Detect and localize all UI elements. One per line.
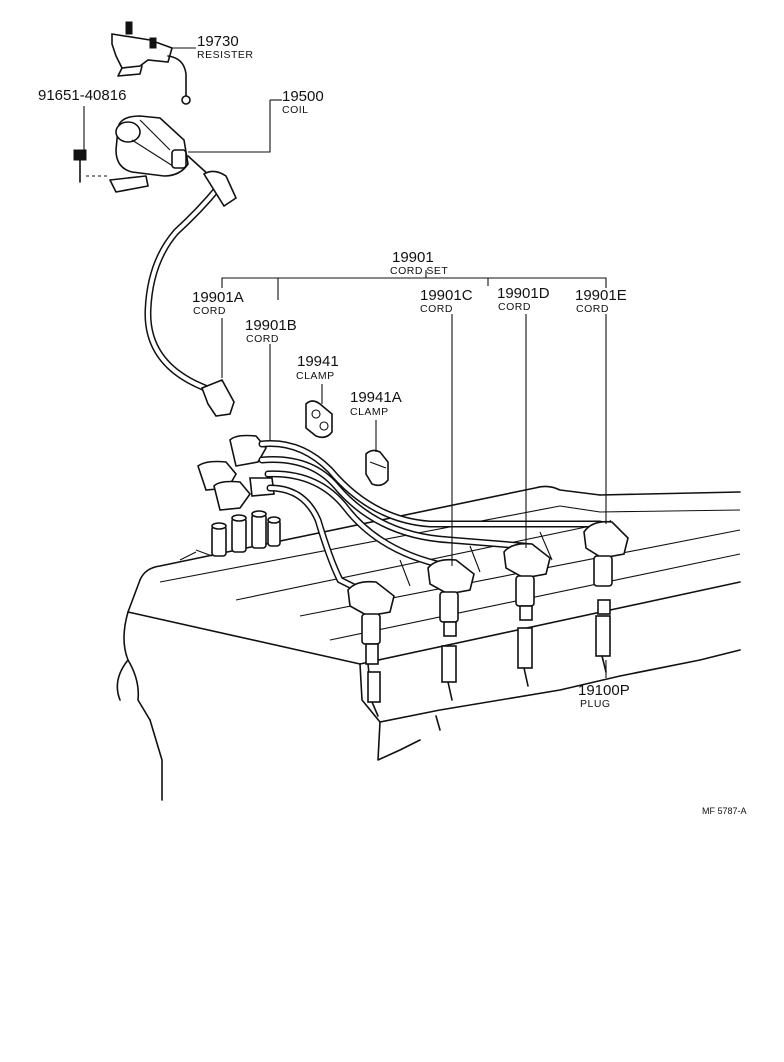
resister-part-number: 19730 bbox=[197, 33, 239, 50]
coil-name: COIL bbox=[282, 104, 309, 116]
distributor-cord-ends bbox=[197, 434, 275, 511]
resister-drawing bbox=[111, 21, 191, 105]
cord-e-part-number: 19901E bbox=[575, 287, 627, 304]
cord-b-part-number: 19901B bbox=[245, 317, 297, 334]
clamp-part-number: 19941 bbox=[297, 353, 339, 370]
cord-d-name: CORD bbox=[498, 301, 531, 313]
leader-lines bbox=[83, 47, 607, 678]
clamp-a-name: CLAMP bbox=[350, 406, 389, 418]
cord-b-name: CORD bbox=[246, 333, 279, 345]
coil-part-number: 19500 bbox=[282, 88, 324, 105]
cord-set-name: CORD SET bbox=[390, 265, 448, 277]
bolt-part-number: 91651-40816 bbox=[38, 87, 126, 104]
clamp-a-drawing bbox=[365, 449, 389, 487]
cord-set-part-number: 19901 bbox=[392, 249, 434, 266]
clamp-name: CLAMP bbox=[296, 370, 335, 382]
clamp-a-part-number: 19941A bbox=[350, 389, 402, 406]
plug-name: PLUG bbox=[580, 698, 611, 710]
resister-name: RESISTER bbox=[197, 49, 254, 61]
plug-wires bbox=[258, 440, 604, 594]
plug-boot-3 bbox=[503, 542, 551, 687]
cord-d-part-number: 19901D bbox=[497, 285, 550, 302]
engine-head-drawing bbox=[116, 485, 741, 801]
cord-c-part-number: 19901C bbox=[420, 287, 473, 304]
coil-drawing bbox=[73, 115, 211, 193]
figure-reference: MF 5787-A bbox=[702, 806, 747, 816]
cord-a-name: CORD bbox=[193, 305, 226, 317]
cord-a-drawing bbox=[144, 170, 238, 417]
cord-c-name: CORD bbox=[420, 303, 453, 315]
clamp-drawing bbox=[305, 400, 333, 439]
plug-boot-4 bbox=[583, 520, 629, 673]
plug-part-number: 19100P bbox=[578, 682, 630, 699]
plug-boot-2 bbox=[427, 558, 475, 701]
plug-boot-1 bbox=[347, 580, 395, 717]
cord-a-part-number: 19901A bbox=[192, 289, 244, 306]
cord-e-name: CORD bbox=[576, 303, 609, 315]
